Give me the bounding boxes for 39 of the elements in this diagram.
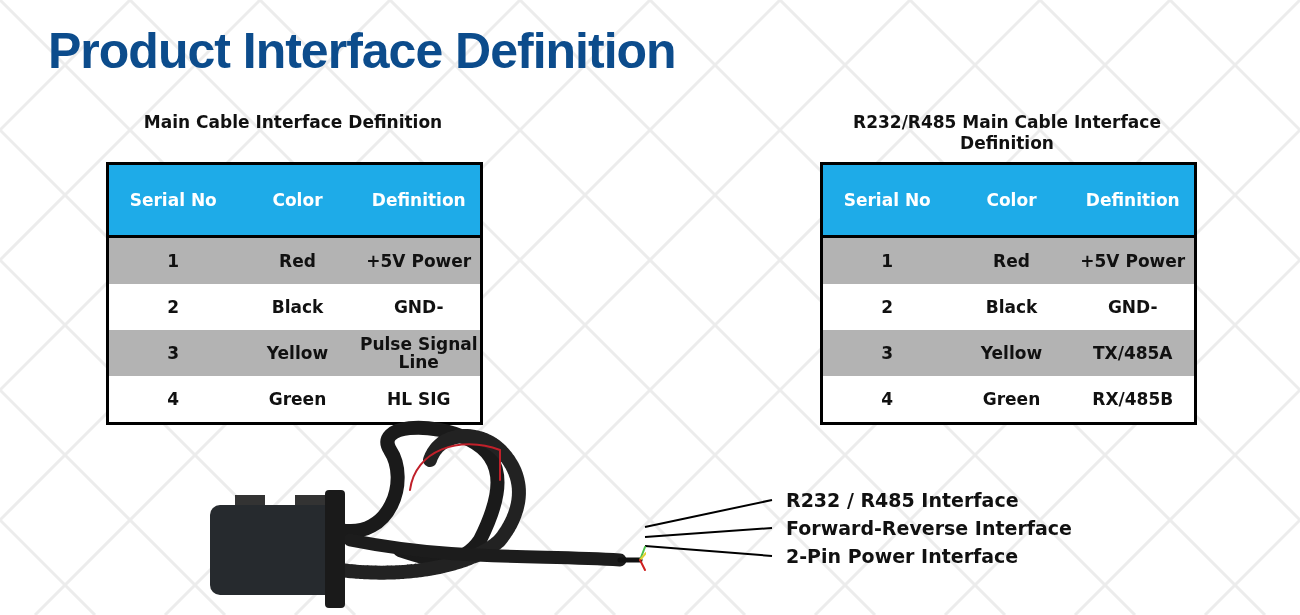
- leader-line: [644, 527, 773, 538]
- leader-line: [644, 545, 773, 557]
- table-cell: 3: [821, 330, 952, 376]
- header-cell: Serial No: [821, 163, 952, 237]
- table-cell: 2: [107, 284, 238, 330]
- table-cell: Red: [951, 236, 1072, 284]
- table-heading: R232/R485 Main Cable Interface Definition: [852, 112, 1162, 154]
- leader-line: [644, 499, 773, 528]
- header-cell: Color: [951, 163, 1072, 237]
- table-cell: Yellow: [951, 330, 1072, 376]
- table-cell: Pulse Signal Line: [357, 330, 482, 376]
- table-cell: 4: [821, 376, 952, 424]
- table-cell: Green: [237, 376, 358, 424]
- interface-label: Forward-Reverse Interface: [786, 516, 1072, 540]
- header-cell: Serial No: [107, 163, 238, 237]
- interface-label: 2-Pin Power Interface: [786, 544, 1019, 568]
- header-cell: Definition: [1071, 163, 1196, 237]
- table-cell: RX/485B: [1071, 376, 1196, 424]
- table-cell: +5V Power: [357, 236, 482, 284]
- table-cell: GND-: [1071, 284, 1196, 330]
- header-cell: Color: [237, 163, 358, 237]
- table-cell: Yellow: [237, 330, 358, 376]
- table-cell: TX/485A: [1071, 330, 1196, 376]
- table-cell: Black: [951, 284, 1072, 330]
- table-cell: 3: [107, 330, 238, 376]
- table-cell: 1: [107, 236, 238, 284]
- table-heading: Main Cable Interface Definition: [142, 112, 444, 133]
- table-cell: Black: [237, 284, 358, 330]
- page-title: Product Interface Definition: [48, 22, 676, 80]
- table-cell: +5V Power: [1071, 236, 1196, 284]
- table-cell: GND-: [357, 284, 482, 330]
- table-cell: 4: [107, 376, 238, 424]
- interface-label: R232 / R485 Interface: [786, 488, 1019, 512]
- table-cell: 1: [821, 236, 952, 284]
- table-cell: Red: [237, 236, 358, 284]
- table-cell: 2: [821, 284, 952, 330]
- table-cell: Green: [951, 376, 1072, 424]
- table-cell: HL SIG: [357, 376, 482, 424]
- header-cell: Definition: [357, 163, 482, 237]
